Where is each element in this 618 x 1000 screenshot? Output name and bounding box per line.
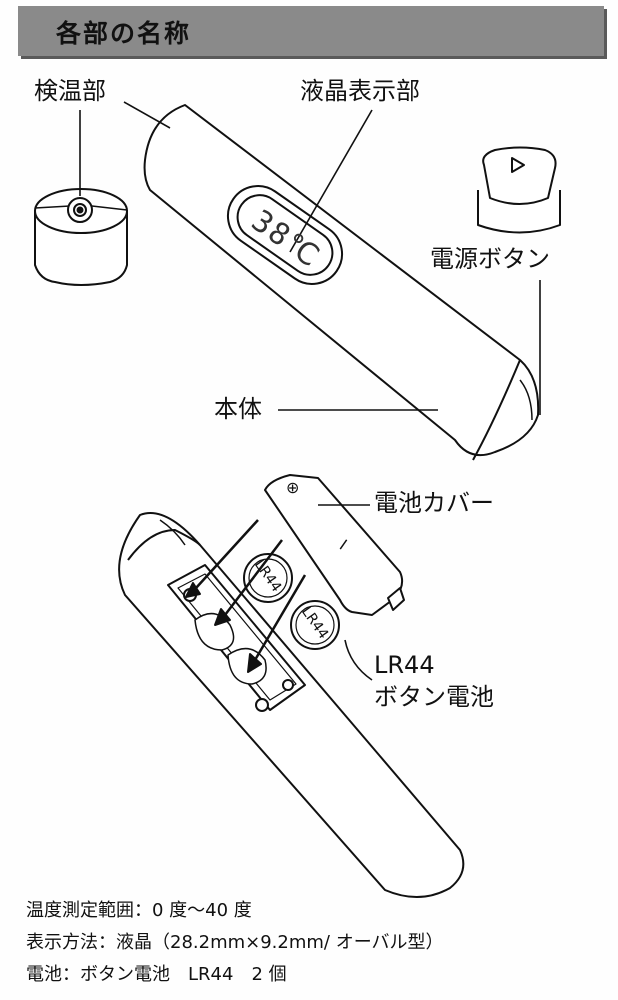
power-button-closeup	[477, 146, 561, 234]
battery-cell-2	[290, 600, 340, 650]
spec-battery: 電池：ボタン電池 LR44 2 個	[26, 964, 287, 985]
plus-mark: ⊕	[286, 478, 300, 497]
play-triangle-icon	[511, 157, 525, 173]
spec-range: 温度測定範囲：0 度〜40 度	[26, 900, 252, 921]
spec-display: 表示方法：液晶（28.2mm×9.2mm/ オーバル型）	[26, 932, 444, 953]
probe-closeup	[34, 188, 128, 286]
label-battery-type: LR44	[374, 651, 435, 679]
insert-arrows	[185, 519, 307, 673]
leader-lines	[79, 101, 541, 681]
lower-body	[118, 512, 465, 899]
main-body	[143, 104, 540, 461]
section-title: 各部の名称	[56, 19, 192, 48]
label-probe: 検温部	[34, 77, 106, 105]
label-battery-cover: 電池カバー	[374, 489, 494, 517]
label-display: 液晶表示部	[300, 77, 420, 105]
battery-cell-1	[243, 553, 293, 603]
section-header: 各部の名称	[18, 6, 604, 56]
label-body: 本体	[214, 395, 262, 423]
label-power-button: 電源ボタン	[430, 245, 550, 273]
battery-cover	[264, 474, 405, 616]
lcd-window	[226, 185, 344, 285]
label-battery-kind: ボタン電池	[374, 683, 494, 711]
